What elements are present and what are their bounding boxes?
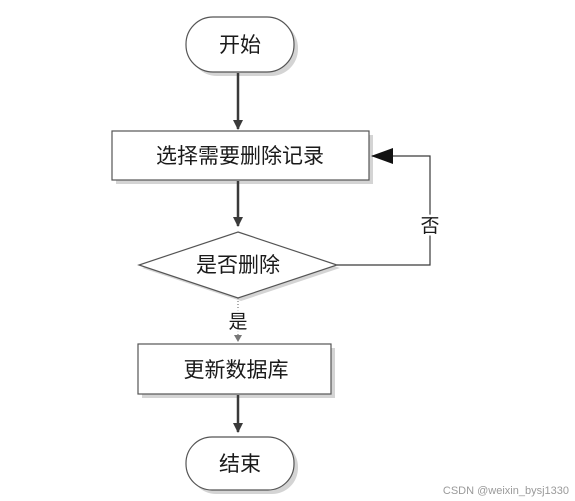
decision-node: 是否删除 bbox=[137, 231, 340, 301]
decision-label: 是否删除 bbox=[196, 253, 280, 277]
update-database-node: 更新数据库 bbox=[137, 343, 335, 398]
start-node: 开始 bbox=[185, 16, 298, 76]
watermark: CSDN @weixin_bysj1330 bbox=[442, 485, 569, 497]
select-records-node: 选择需要删除记录 bbox=[111, 130, 373, 184]
edge-label-yes: 是 bbox=[228, 311, 247, 333]
start-label: 开始 bbox=[219, 33, 261, 57]
end-node: 结束 bbox=[185, 436, 298, 494]
edge-decision-yes-to-update bbox=[234, 298, 242, 342]
edge-label-no: 否 bbox=[420, 215, 439, 237]
end-label: 结束 bbox=[219, 452, 261, 476]
select-records-label: 选择需要删除记录 bbox=[156, 144, 324, 168]
update-database-label: 更新数据库 bbox=[184, 358, 289, 382]
edge-decision-no-to-select bbox=[337, 148, 431, 266]
